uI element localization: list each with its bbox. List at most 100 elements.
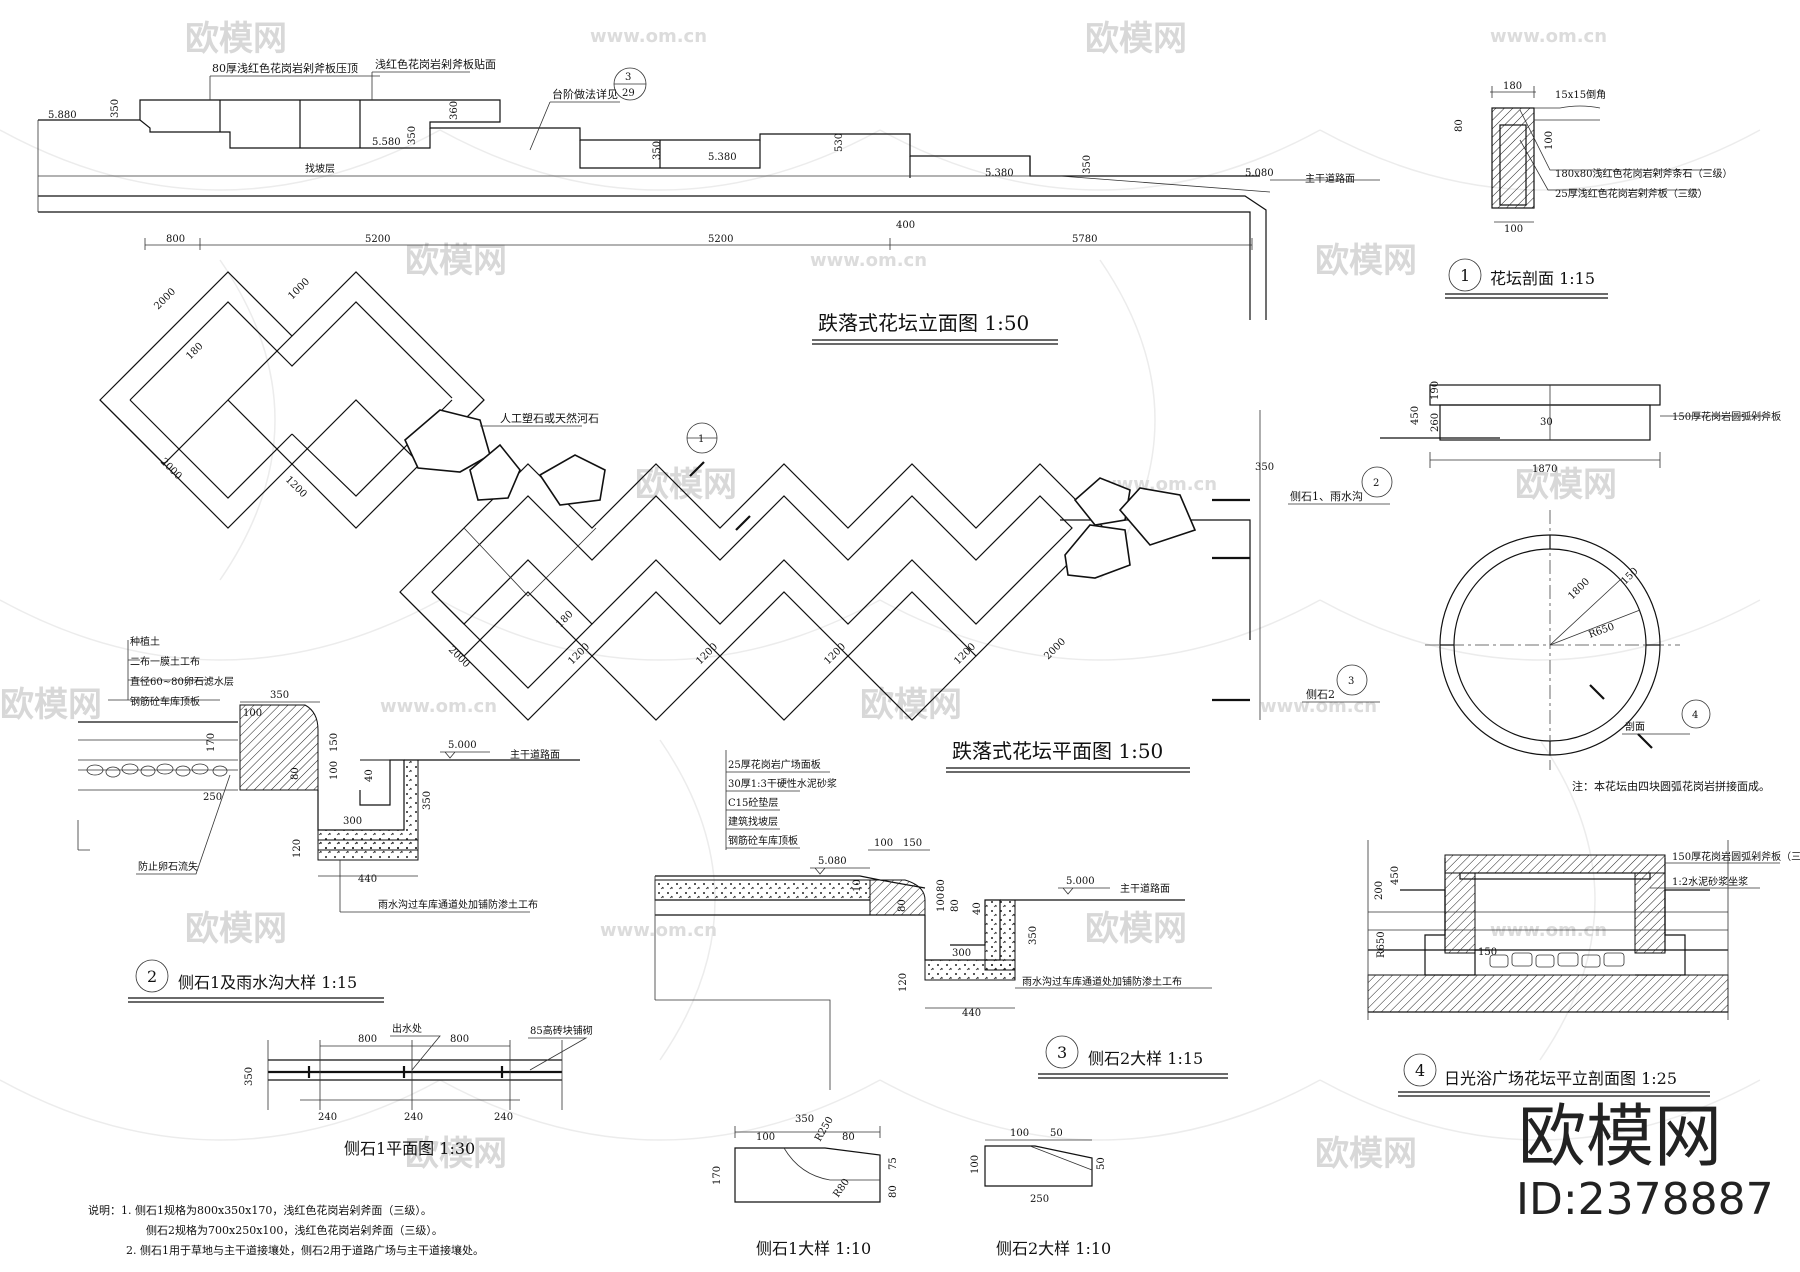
detail3-layer: 建筑找坡层 (728, 815, 778, 828)
watermark-url: www.om.cn (1490, 26, 1607, 47)
span-dim: 5200 (708, 234, 733, 245)
watermark-text: 欧模网 (1315, 1134, 1417, 1174)
kerb1-detail-dim: 80 (842, 1132, 855, 1143)
level-mark: 5.380 (985, 168, 1014, 179)
rock (1064, 524, 1131, 579)
plan-dim: 1200 (283, 474, 309, 500)
kerb1-plan-dim: 240 (404, 1112, 423, 1123)
span-dim: 800 (166, 234, 185, 245)
detail2-dim: 300 (343, 816, 362, 827)
note-line: 侧石2规格为700x250x100，浅红色花岗岩剁斧面（三级）。 (146, 1223, 443, 1237)
detail4-dim: 200 (1374, 881, 1385, 900)
brand-block: 欧模网 ID:2378887 (1516, 1098, 1774, 1225)
kerb1-plan-title: 侧石1平面图 1:30 (344, 1139, 475, 1158)
plan-dim: 1000 (286, 276, 312, 302)
detail3-num: 3 (1057, 1043, 1067, 1062)
kerb1-detail-dim: 170 (712, 1166, 723, 1185)
plan-title: 跌落式花坛平面图 1:50 (952, 739, 1163, 763)
detail2-num: 2 (147, 967, 157, 986)
kerb1-plan-dim: 350 (244, 1067, 255, 1086)
detail4-label: 150厚花岗岩圆弧剁斧板（三级） (1672, 850, 1800, 863)
plan-dim: 350 (1255, 462, 1274, 473)
detail2-dim: 440 (358, 874, 377, 885)
circle-elev-dim: 450 (1410, 406, 1421, 425)
plan-label: 侧石2 (1306, 688, 1335, 701)
circle-plan-dim: 1800 (1566, 576, 1592, 602)
kerb1-plan-dim: 240 (494, 1112, 513, 1123)
circle-elev-dim: 30 (1540, 417, 1553, 428)
plan-ref-num: 2 (1373, 478, 1379, 489)
elevation-label: 主干道路面 (1305, 172, 1355, 185)
watermark-text: 欧模网 (405, 241, 507, 281)
detail4-label: 1:2水泥砂浆坐浆 (1672, 875, 1748, 888)
height-dim: 350 (652, 141, 663, 160)
span-dim: 5200 (365, 234, 390, 245)
elevation-label: 80厚浅红色花岗岩剁斧板压顶 (212, 61, 358, 75)
detail3-dim: 80 (936, 879, 947, 892)
kerb2-detail-dim: 100 (1010, 1128, 1029, 1139)
detail3-road: 主干道路面 (1120, 882, 1170, 895)
circle-plan-dim: R650 (1587, 621, 1616, 640)
elevation-label: 找坡层 (305, 162, 335, 175)
circle-elev-dim: 260 (1430, 413, 1441, 432)
detail4-dim: R650 (1376, 931, 1387, 958)
watermark-text: 欧模网 (0, 685, 102, 725)
watermark-text: 欧模网 (185, 19, 287, 59)
kerb1-plan-dim: 800 (358, 1034, 377, 1045)
detail3-title: 侧石2大样 1:15 (1088, 1049, 1203, 1068)
kerb1-detail-title: 侧石1大样 1:10 (756, 1239, 871, 1258)
circle-plan-note: 注：本花坛由四块圆弧花岗岩拼接面成。 (1572, 779, 1770, 793)
detail3-dim: 350 (1028, 926, 1039, 945)
detail2-dim: 100 (329, 761, 340, 780)
kerb1-drain-detail: 种植土 二布一膜土工布 直径60~80卵石滤水层 钢筋砼车库顶板 5.000 主… (77, 635, 580, 1003)
detail2-dim: 80 (290, 767, 301, 780)
circular-planter-plan: 1800 150 R650 剖面 4 注：本花坛由四块圆弧花岗岩拼接面成。 (1425, 510, 1770, 793)
detail2-road: 主干道路面 (510, 748, 560, 761)
watermark-url: www.om.cn (380, 696, 497, 717)
plan-dim: 1200 (694, 641, 720, 667)
watermark-text: 欧模网 (1315, 241, 1417, 281)
section1-dim: 100 (1504, 224, 1523, 235)
watermark-text: 欧模网 (1515, 465, 1617, 505)
plan-dim: 2000 (152, 286, 178, 312)
detail2-title: 侧石1及雨水沟大样 1:15 (178, 973, 357, 992)
circle-elev-dim: 190 (1430, 381, 1441, 400)
watermark-url: www.om.cn (600, 920, 717, 941)
drain-gravel (1489, 952, 1625, 968)
detail2-layer: 钢筋砼车库顶板 (130, 695, 200, 708)
detail4-dim: 450 (1390, 866, 1401, 885)
elevation-label: 台阶做法详见 (552, 87, 618, 101)
plan-dim: 2000 (446, 644, 472, 670)
note-line: 说明：1. 侧石1规格为800x350x170，浅红色花岗岩剁斧面（三级）。 (88, 1203, 432, 1217)
detail2-note: 防止卵石流失 (138, 860, 198, 873)
kerb2-detail: 25厚花岗岩广场面板 30厚1:3干硬性水泥砂浆 C15砼垫层 建筑找坡层 钢筋… (654, 750, 1228, 1090)
span-dim: 400 (896, 220, 915, 231)
detail2-note: 雨水沟过车库通道处加铺防渗土工布 (378, 898, 538, 911)
kerb2-detail-dim: 50 (1096, 1157, 1107, 1170)
plan-dim: 180 (184, 341, 205, 362)
watermark-url: www.om.cn (1260, 696, 1377, 717)
detail2-layer: 直径60~80卵石滤水层 (130, 675, 234, 688)
detail4-bubble (1403, 1053, 1437, 1087)
detail3-dim: 150 (903, 838, 922, 849)
elevation-label: 浅红色花岗岩剁斧板贴面 (375, 57, 496, 71)
note-line: 2. 侧石1用于草地与主干道接壤处，侧石2用于道路广场与主干道接壤处。 (126, 1243, 484, 1257)
circle-plan-ref-num: 4 (1692, 710, 1698, 721)
detail2-level: 5.000 (448, 740, 477, 751)
plan-label: 人工塑石或天然河石 (500, 411, 599, 425)
circle-plan-dim: 150 (1619, 566, 1640, 587)
detail3-layer: 钢筋砼车库顶板 (728, 834, 798, 847)
detail-ref-num: 3 (625, 72, 631, 83)
section1-dim: 180 (1503, 81, 1522, 92)
level-mark: 5.080 (1245, 168, 1274, 179)
kerb1-plan-dim: 240 (318, 1112, 337, 1123)
height-dim: 350 (110, 99, 121, 118)
terraced-planter-plan: 人工塑石或天然河石 1 侧石1、雨水沟 2 侧石2 3 2000 1000 18… (99, 271, 1393, 773)
watermark-text: 欧模网 (1085, 19, 1187, 59)
plan-dim: 180 (554, 609, 575, 630)
kerb1-detail-dim: R250 (813, 1115, 836, 1144)
kerb1-plan-label: 出水处 (392, 1022, 422, 1035)
watermark-url: www.om.cn (810, 250, 927, 271)
kerb1-detail-dim: 350 (795, 1114, 814, 1125)
